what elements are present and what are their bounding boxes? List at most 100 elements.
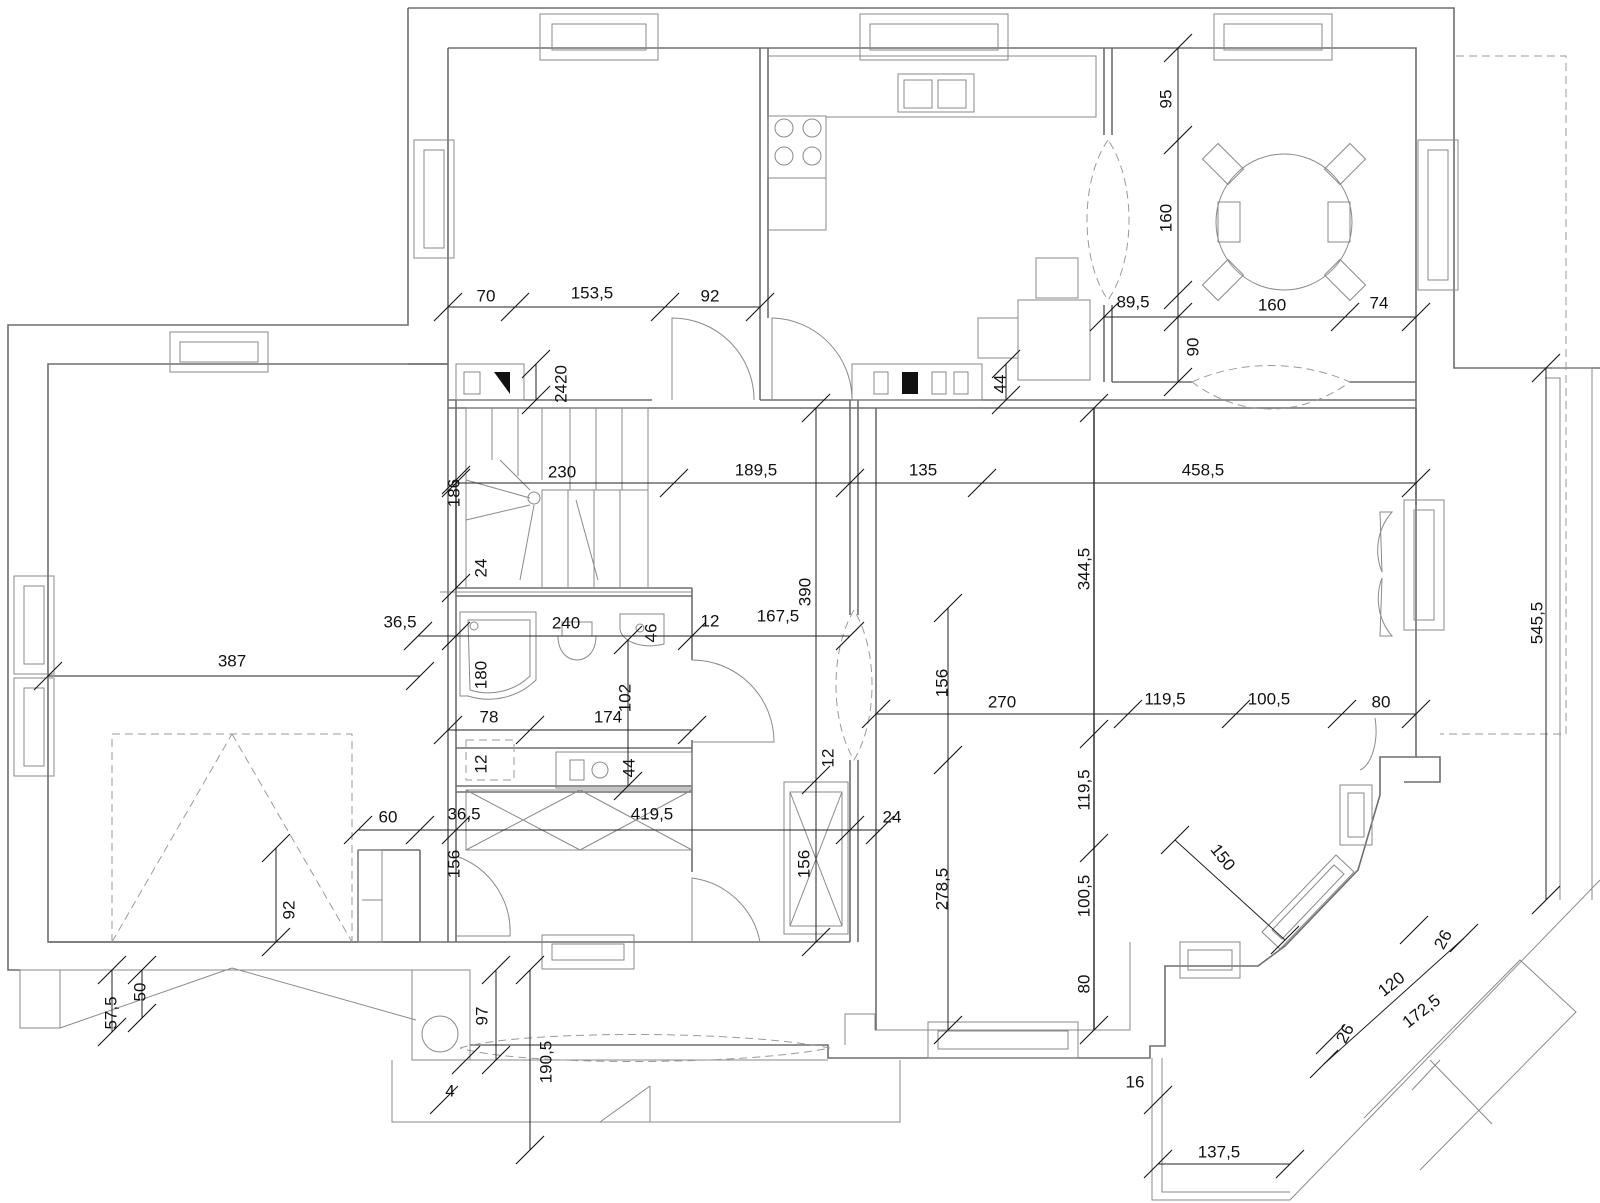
dimension-label: 70 xyxy=(477,286,496,305)
dimension-tick xyxy=(343,815,373,845)
dimension-label: 189,5 xyxy=(735,460,778,479)
dimension-label: 137,5 xyxy=(1198,1142,1241,1161)
dimension-tick xyxy=(835,468,865,498)
dimension-label: 12 xyxy=(701,611,720,630)
dimension-tick xyxy=(1221,699,1251,729)
dimension-lines xyxy=(48,48,1547,1165)
dimension-tick xyxy=(521,385,551,415)
dimension-tick xyxy=(991,385,1021,415)
dimension-label: 100,5 xyxy=(1248,689,1291,708)
dimension-tick xyxy=(127,955,157,985)
interior-walls xyxy=(357,48,1417,1030)
dimension-label: 160 xyxy=(1258,295,1286,314)
dimension-tick xyxy=(1309,1049,1339,1079)
dimension-label: 2420 xyxy=(551,365,570,403)
dimension-label: 102 xyxy=(615,684,634,712)
dimension-tick xyxy=(1163,367,1193,397)
dimension-label: 153,5 xyxy=(571,283,614,302)
dimension-tick xyxy=(991,349,1021,379)
dimension-label: 12 xyxy=(818,749,837,768)
dimension-label: 90 xyxy=(1183,338,1202,357)
dimension-label: 458,5 xyxy=(1182,460,1225,479)
dimension-tick xyxy=(613,625,643,655)
dimension-tick xyxy=(677,621,707,651)
dimension-label: 167,5 xyxy=(757,606,800,625)
outer-walls xyxy=(7,7,1600,1061)
dimension-ticks xyxy=(33,33,1561,1179)
dimension-label: 57,5 xyxy=(101,996,120,1029)
dimension-label: 50 xyxy=(130,983,149,1002)
dimension-label: 156 xyxy=(444,850,463,878)
dimension-tick xyxy=(127,1003,157,1033)
dimension-label: 174 xyxy=(594,707,622,726)
dimension-label: 156 xyxy=(794,850,813,878)
garage-car xyxy=(19,733,420,1029)
dimension-tick xyxy=(1531,353,1561,383)
dimension-label: 387 xyxy=(218,651,246,670)
dimension-tick xyxy=(481,1045,511,1075)
dimension-label: 36,5 xyxy=(383,612,416,631)
dimension-tick xyxy=(433,292,463,322)
dimension-tick xyxy=(1163,125,1193,155)
dimension-label: 156 xyxy=(932,669,951,697)
dimension-tick xyxy=(933,745,963,775)
dimension-label: 119,5 xyxy=(1144,689,1185,708)
dimension-label: 24 xyxy=(883,807,902,826)
dimension-label: 180 xyxy=(471,661,490,689)
dimension-label: 95 xyxy=(1156,90,1175,109)
dimension-tick xyxy=(97,955,127,985)
dimension-label: 89,5 xyxy=(1116,292,1149,311)
dimension-label: 80 xyxy=(1372,692,1391,711)
dimension-tick xyxy=(515,1135,545,1165)
doors xyxy=(455,317,1394,943)
dimension-tick xyxy=(1163,302,1193,332)
dimension-tick xyxy=(1330,302,1360,332)
dimension-tick xyxy=(1449,923,1479,953)
dimension-tick xyxy=(1327,699,1357,729)
dimension-tick xyxy=(861,699,891,729)
dimension-tick xyxy=(1143,1085,1173,1115)
dimension-tick xyxy=(1163,280,1193,310)
dimension-label: 92 xyxy=(701,286,720,305)
dimension-tick xyxy=(261,927,291,957)
dimension-label: 12 xyxy=(471,755,490,774)
dimension-tick xyxy=(1401,302,1431,332)
dimension-tick xyxy=(441,573,471,603)
dimension-tick xyxy=(441,815,471,845)
dimension-label: 44 xyxy=(619,759,638,778)
dimension-label: 119,5 xyxy=(1074,769,1093,810)
dimension-tick xyxy=(1079,393,1109,423)
dimension-tick xyxy=(801,765,831,795)
dimension-tick xyxy=(835,815,865,845)
dimension-label: 186 xyxy=(444,479,463,507)
dimension-label: 190,5 xyxy=(536,1041,555,1084)
dimension-label: 24 xyxy=(471,559,490,578)
dimension-tick xyxy=(650,292,680,322)
dimension-label: 270 xyxy=(988,692,1016,711)
dimension-label: 150 xyxy=(1207,840,1239,874)
dimension-tick xyxy=(500,292,530,322)
dimension-label: 74 xyxy=(1370,293,1389,312)
dimension-label: 78 xyxy=(480,707,499,726)
dimension-label: 100,5 xyxy=(1074,875,1093,918)
dimension-tick xyxy=(1401,468,1431,498)
dimension-label: 26 xyxy=(1332,1021,1358,1047)
dimension-label: 92 xyxy=(279,901,298,920)
dimension-tick xyxy=(97,1017,127,1047)
dimension-tick xyxy=(261,833,291,863)
dimension-label: 44 xyxy=(990,375,1009,394)
dimension-tick xyxy=(801,393,831,423)
dimension-label: 80 xyxy=(1074,975,1093,994)
dimension-tick xyxy=(933,593,963,623)
dimension-label: 240 xyxy=(552,613,580,632)
dimension-tick xyxy=(1270,925,1300,955)
dimension-tick xyxy=(441,468,471,498)
dimension-tick xyxy=(515,715,545,745)
dimension-tick xyxy=(677,715,707,745)
dimension-tick xyxy=(1163,33,1193,63)
kitchen-units xyxy=(767,55,1130,381)
dimension-tick xyxy=(1315,1025,1345,1055)
dimension-label: 344,5 xyxy=(1074,548,1093,591)
dimension-label: 16 xyxy=(1126,1072,1145,1091)
